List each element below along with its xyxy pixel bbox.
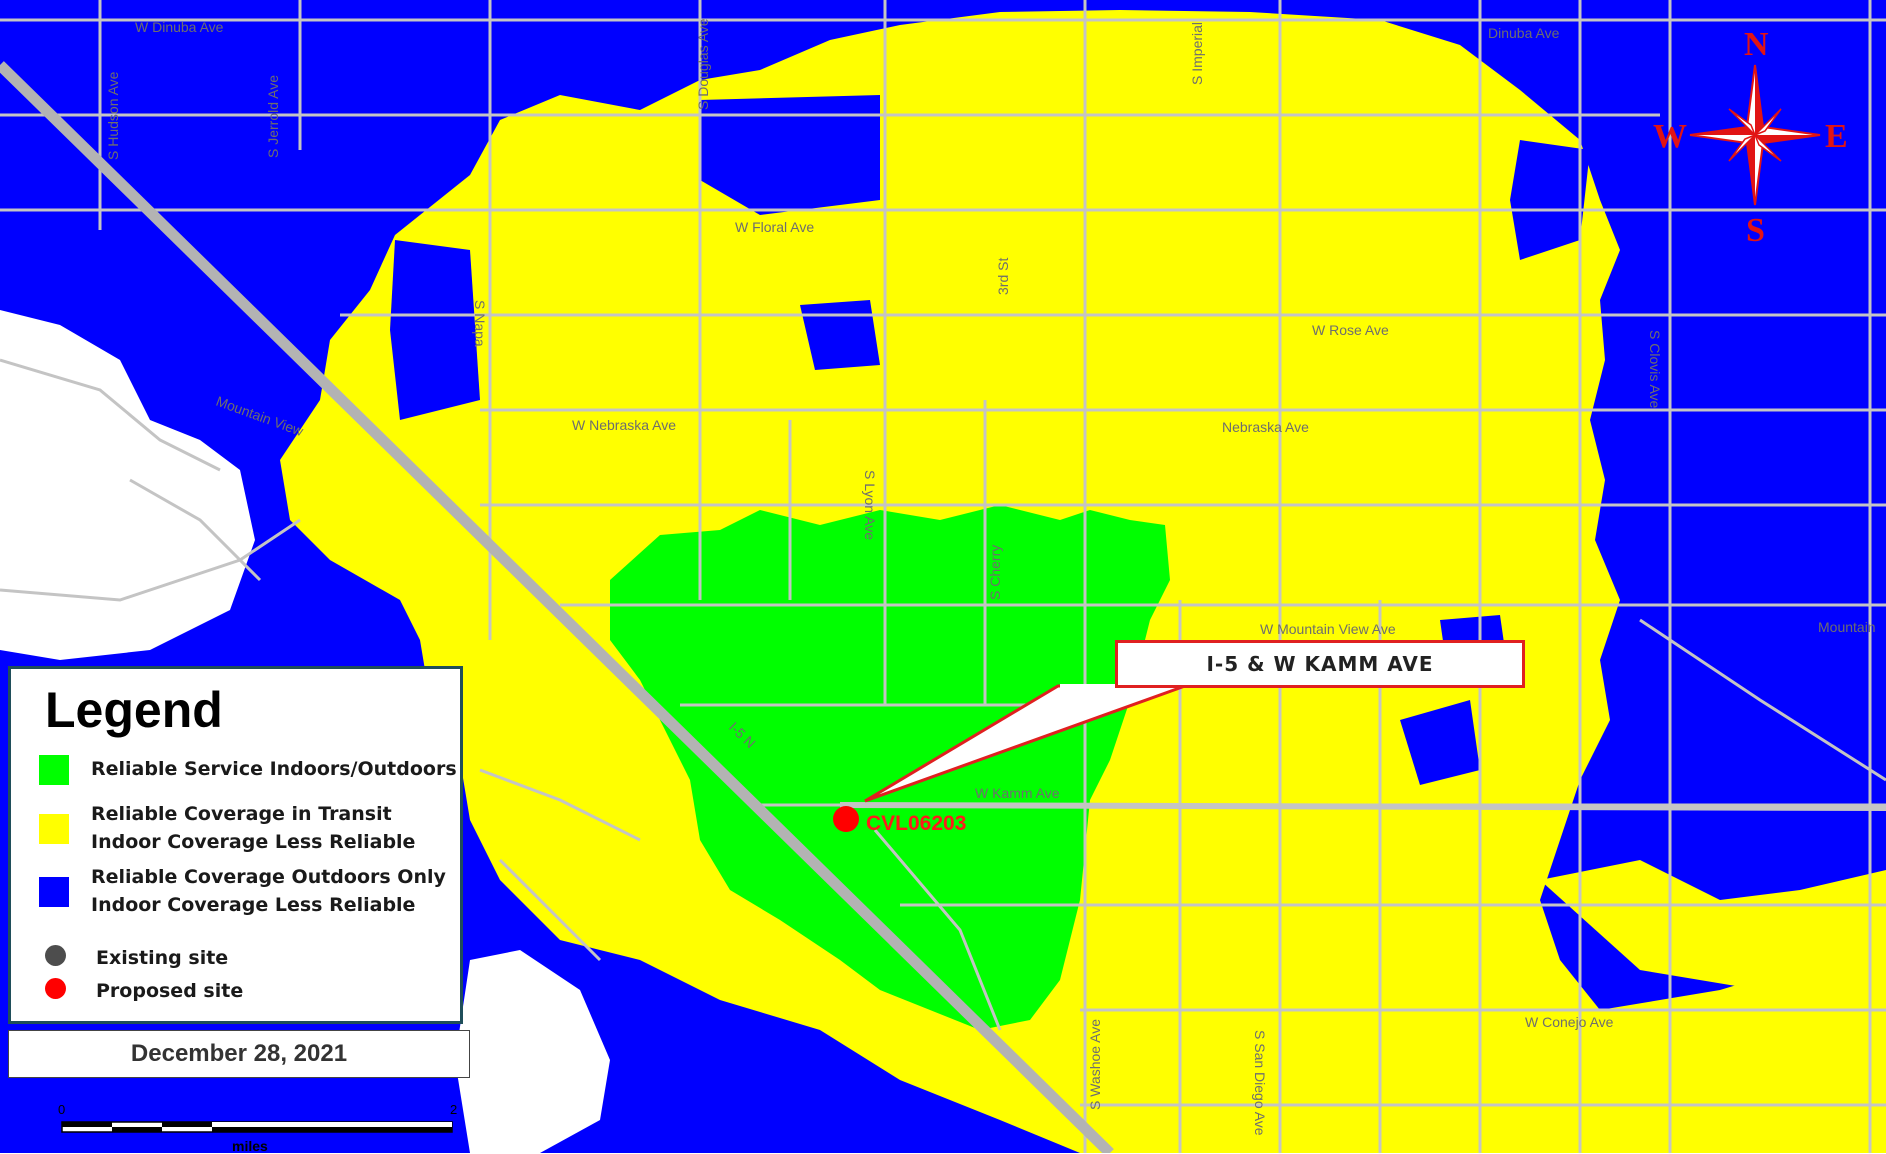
- legend-dot-existing: [45, 945, 66, 966]
- scale-start: 0: [58, 1102, 66, 1117]
- compass-west: W: [1653, 118, 1687, 155]
- legend-text: Existing site: [96, 947, 229, 969]
- proposed-site-marker[interactable]: [833, 806, 859, 832]
- transit-coverage-area-southeast: [1540, 860, 1886, 1000]
- outdoor-pocket-5: [1510, 140, 1590, 260]
- road-kamm-ave: [839, 802, 1886, 811]
- compass-south: S: [1746, 212, 1765, 249]
- reliable-coverage-area: [610, 505, 1170, 1030]
- road-label-conejo: W Conejo Ave: [1525, 1014, 1614, 1030]
- legend-item-outdoor: Reliable Coverage Outdoors Only Indoor C…: [39, 863, 446, 919]
- outdoor-pocket-1: [700, 95, 880, 215]
- road-label-clovis: S Clovis Ave: [1647, 330, 1663, 409]
- legend-item-proposed-site: Proposed site: [39, 977, 243, 1005]
- road-label-nebraska-e: Nebraska Ave: [1222, 419, 1309, 435]
- road-label-hudson: S Hudson Ave: [105, 71, 121, 160]
- legend-swatch-green: [39, 755, 69, 785]
- interstate-5: [0, 61, 1114, 1153]
- road-label-floral: W Floral Ave: [735, 219, 814, 235]
- road-label-mountain-view: W Mountain View Ave: [1260, 621, 1396, 637]
- compass-east: E: [1825, 118, 1848, 155]
- road-label-lyon: S Lyon Ave: [862, 470, 878, 540]
- road-label-cherry: S Cherry: [987, 545, 1003, 600]
- road-label-rose: W Rose Ave: [1312, 322, 1389, 338]
- legend-dot-proposed: [45, 978, 66, 999]
- road-label-dinuba: W Dinuba Ave: [135, 19, 224, 35]
- road-label-washoe: S Washoe Ave: [1087, 1019, 1103, 1110]
- legend-item-existing-site: Existing site: [39, 944, 228, 972]
- legend-title: Legend: [45, 682, 223, 738]
- outdoor-pocket-2: [390, 240, 480, 420]
- road-label-nebraska-w: W Nebraska Ave: [572, 417, 676, 433]
- scale-bar-graphic: [61, 1121, 453, 1133]
- legend-item-transit: Reliable Coverage in Transit Indoor Cove…: [39, 800, 415, 856]
- legend-swatch-blue: [39, 877, 69, 907]
- road-label-douglas: S Douglas Ave: [695, 18, 711, 110]
- outdoor-pocket-4: [1400, 700, 1480, 785]
- legend-text: Reliable Coverage in Transit Indoor Cove…: [91, 803, 416, 853]
- legend-text: Reliable Service Indoors/Outdoors: [91, 758, 457, 780]
- legend-item-reliable: Reliable Service Indoors/Outdoors: [39, 755, 457, 785]
- scale-unit: miles: [232, 1138, 268, 1154]
- scale-bar: 0 2 miles: [56, 1098, 466, 1154]
- road-label-san-diego: S San Diego Ave: [1252, 1030, 1268, 1136]
- map-date: December 28, 2021: [130, 1040, 348, 1067]
- road-label-imperial: S Imperial: [1189, 22, 1205, 85]
- site-callout: I-5 & W KAMM AVE: [1115, 640, 1525, 688]
- legend-text: Reliable Coverage Outdoors Only Indoor C…: [91, 866, 446, 916]
- compass-rose: N S E W: [1653, 26, 1848, 249]
- date-box: December 28, 2021: [8, 1030, 470, 1078]
- legend-text: Proposed site: [96, 980, 244, 1002]
- legend: Legend Reliable Service Indoors/Outdoors…: [8, 666, 463, 1024]
- road-label-mountain-east: Mountain: [1818, 619, 1876, 635]
- compass-north: N: [1744, 26, 1769, 63]
- road-label-napa: S Napa: [472, 300, 488, 347]
- road-label-jerrold: S Jerrold Ave: [265, 75, 281, 158]
- outdoor-pocket-3: [800, 300, 880, 370]
- site-label: CVL06203: [866, 812, 966, 835]
- callout-label: I-5 & W KAMM AVE: [1206, 652, 1434, 676]
- no-coverage-area-west-2: [20, 400, 90, 470]
- scale-end: 2: [450, 1102, 458, 1117]
- road-label-third: 3rd St: [995, 258, 1011, 295]
- road-label-dinuba-east: Dinuba Ave: [1488, 25, 1560, 41]
- no-coverage-area-west: [0, 310, 255, 660]
- no-coverage-area-southwest: [455, 950, 610, 1153]
- road-label-kamm: W Kamm Ave: [975, 785, 1060, 801]
- legend-swatch-yellow: [39, 814, 69, 844]
